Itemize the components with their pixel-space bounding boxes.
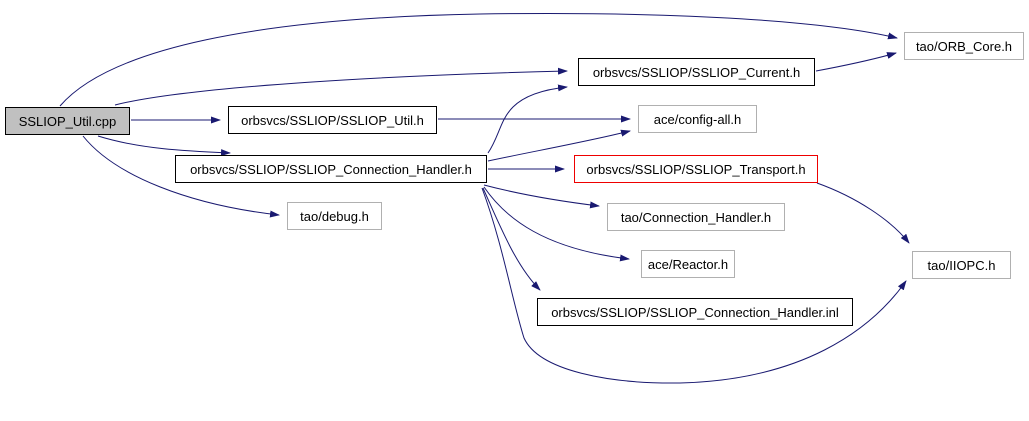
node-ace-config-all-h: ace/config-all.h [638, 105, 757, 133]
edge-connection-handler-to-iiopc [481, 187, 907, 384]
edge-connection-handler-to-config-all [487, 129, 631, 162]
node-tao-iiopc-h: tao/IIOPC.h [912, 251, 1011, 279]
edge-ssliop-current-to-orb-core [815, 52, 897, 72]
edge-connection-handler-to-tao-connection-handler [483, 184, 600, 209]
node-ssliop-connection-handler-h[interactable]: orbsvcs/SSLIOP/SSLIOP_Connection_Handler… [175, 155, 487, 183]
edge-connection-handler-to-reactor [483, 186, 630, 262]
node-ssliop-util-cpp: SSLIOP_Util.cpp [5, 107, 130, 135]
edge-ssliop-transport-to-iiopc [816, 182, 910, 244]
node-ssliop-util-h[interactable]: orbsvcs/SSLIOP/SSLIOP_Util.h [228, 106, 437, 134]
edge-cpp-to-connection-handler-h [97, 135, 231, 157]
edge-cpp-to-ssliop-current [114, 67, 568, 106]
edge-cpp-to-debug [82, 135, 280, 218]
node-ssliop-connection-handler-inl[interactable]: orbsvcs/SSLIOP/SSLIOP_Connection_Handler… [537, 298, 853, 326]
edge-connection-handler-to-inl [482, 187, 541, 291]
node-ace-reactor-h: ace/Reactor.h [641, 250, 735, 278]
node-tao-connection-handler-h: tao/Connection_Handler.h [607, 203, 785, 231]
node-tao-debug-h: tao/debug.h [287, 202, 382, 230]
edge-connection-handler-to-ssliop-current [487, 84, 568, 154]
edge-cpp-to-orb-core [59, 13, 898, 107]
node-ssliop-current-h[interactable]: orbsvcs/SSLIOP/SSLIOP_Current.h [578, 58, 815, 86]
node-ssliop-transport-h[interactable]: orbsvcs/SSLIOP/SSLIOP_Transport.h [574, 155, 818, 183]
node-tao-orb-core-h: tao/ORB_Core.h [904, 32, 1024, 60]
